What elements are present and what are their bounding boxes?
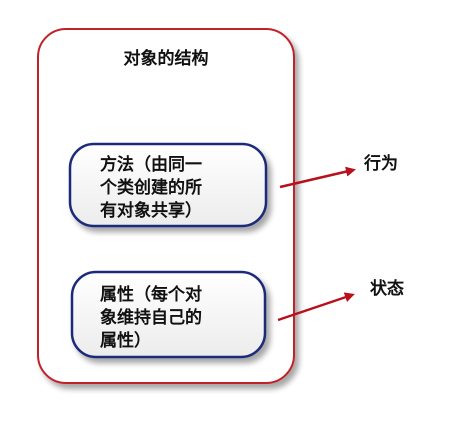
methods-line-2: 个类创建的所 bbox=[99, 177, 202, 198]
state-arrow bbox=[277, 292, 355, 322]
attributes-box bbox=[70, 270, 267, 359]
behavior-label: 行为 bbox=[363, 153, 398, 174]
methods-line-1: 方法（由同一 bbox=[100, 154, 202, 175]
attributes-line-1: 属性（每个对 bbox=[100, 284, 202, 305]
attributes-line-2: 象维持自己的 bbox=[100, 307, 202, 328]
state-label: 状态 bbox=[370, 278, 404, 299]
behavior-arrow bbox=[279, 166, 356, 189]
container-title: 对象的结构 bbox=[124, 48, 209, 69]
methods-box bbox=[68, 142, 268, 228]
attributes-line-3: 属性） bbox=[100, 330, 151, 351]
methods-line-3: 有对象共享） bbox=[100, 200, 202, 221]
